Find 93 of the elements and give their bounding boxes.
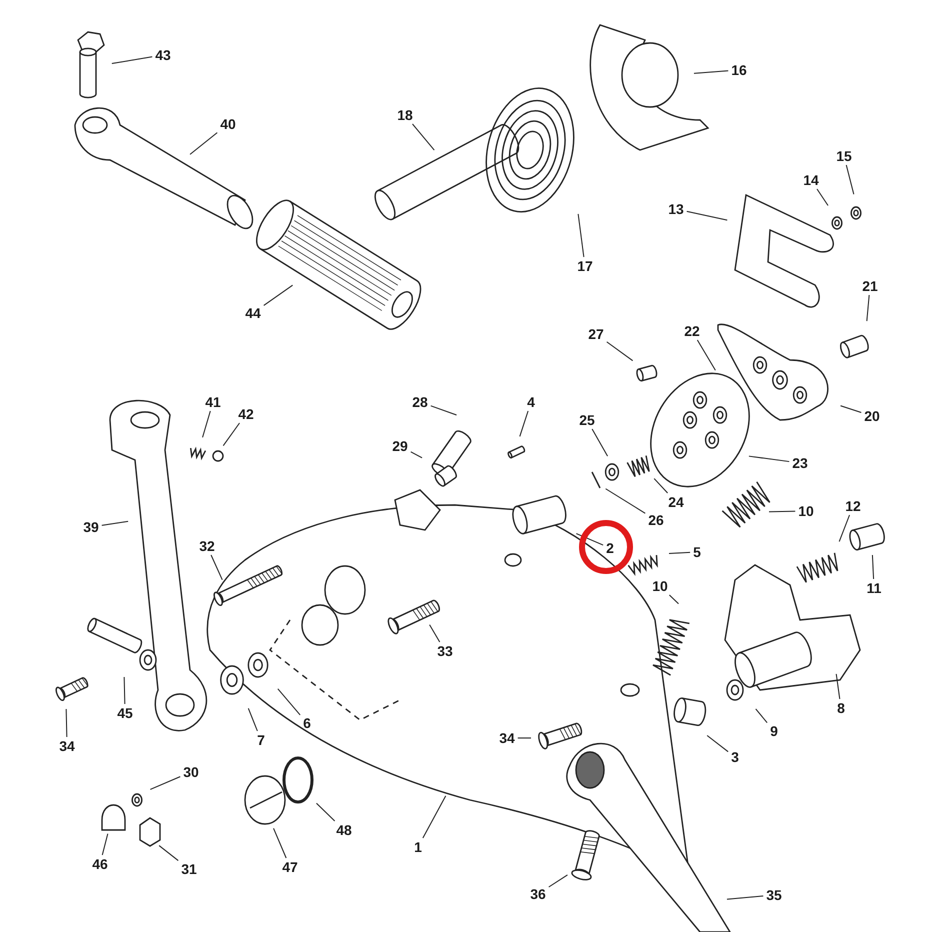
callout-number: 20 (863, 408, 881, 424)
callout-number: 16 (730, 62, 748, 78)
leader-line (124, 676, 126, 704)
callout-number: 27 (587, 326, 605, 342)
leader-line (605, 488, 646, 514)
leader-line (578, 213, 584, 258)
callout-number: 4 (526, 394, 536, 410)
leader-line (836, 673, 840, 700)
callout-number: 35 (765, 887, 783, 903)
callout-number: 12 (844, 498, 862, 514)
callout-number: 28 (411, 394, 429, 410)
callout-number: 47 (281, 859, 299, 875)
callout-number: 17 (576, 258, 594, 274)
leader-line (866, 294, 870, 322)
callout-number: 15 (835, 148, 853, 164)
callout-number: 48 (335, 822, 353, 838)
callout-number: 43 (154, 47, 172, 63)
leader-line (846, 164, 854, 195)
leader-line (668, 594, 679, 604)
leader-line (548, 874, 568, 888)
callout-number: 21 (861, 278, 879, 294)
leader-line (696, 340, 716, 371)
leader-line (606, 341, 634, 362)
leader-line (277, 688, 301, 716)
callout-number: 36 (529, 886, 547, 902)
callout-number: 42 (237, 406, 255, 422)
leader-line (519, 410, 529, 437)
leader-line (222, 422, 240, 446)
leader-line (263, 284, 294, 306)
leader-line (755, 708, 768, 724)
leader-line (429, 624, 440, 642)
callout-number: 39 (82, 519, 100, 535)
leader-line (726, 895, 764, 900)
leader-line (816, 188, 828, 206)
leader-line (316, 802, 336, 822)
callout-number: 10 (651, 578, 669, 594)
callout-number: 14 (802, 172, 820, 188)
leader-line (248, 708, 258, 732)
callout-number: 41 (204, 394, 222, 410)
leader-line (654, 478, 668, 494)
callout-number: 46 (91, 856, 109, 872)
callout-number: 44 (244, 305, 262, 321)
leader-line (273, 828, 287, 858)
callout-number: 6 (302, 715, 312, 731)
leader-line (102, 833, 108, 856)
leader-line (686, 210, 728, 221)
leader-line (430, 405, 458, 416)
leader-line (706, 735, 729, 752)
callout-number: 25 (578, 412, 596, 428)
callout-number: 3 (730, 749, 740, 765)
callout-number: 23 (791, 455, 809, 471)
leader-line (202, 410, 211, 438)
leader-line (412, 124, 435, 151)
leader-line (101, 520, 129, 526)
leader-line (210, 554, 223, 580)
callout-number: 22 (683, 323, 701, 339)
callout-number: 24 (667, 494, 685, 510)
callout-number: 33 (436, 643, 454, 659)
leader-line (693, 70, 729, 74)
callout-number: 34 (498, 730, 516, 746)
leader-line (768, 510, 796, 512)
callout-number: 2 (605, 540, 615, 556)
leader-line (592, 428, 608, 457)
callout-number: 13 (667, 201, 685, 217)
callout-number: 7 (256, 732, 266, 748)
leader-line (838, 514, 850, 542)
leader-line (576, 533, 604, 546)
leader-line (111, 56, 153, 64)
callout-number: 40 (219, 116, 237, 132)
leader-line (158, 845, 179, 862)
callout-number: 29 (391, 438, 409, 454)
callout-number: 31 (180, 861, 198, 877)
callout-number: 10 (797, 503, 815, 519)
leader-line (748, 456, 790, 462)
leader-line (150, 776, 181, 790)
leader-line (410, 451, 423, 458)
callout-number: 26 (647, 512, 665, 528)
callout-number: 1 (413, 839, 423, 855)
leader-line (190, 132, 218, 155)
callout-number: 18 (396, 107, 414, 123)
callout-number: 11 (866, 580, 882, 596)
callout-number: 9 (769, 723, 779, 739)
callout-number: 32 (198, 538, 216, 554)
leader-line (422, 795, 446, 838)
callout-number: 30 (182, 764, 200, 780)
callout-number: 5 (692, 544, 702, 560)
callout-number: 34 (58, 738, 76, 754)
leader-line (872, 554, 874, 580)
callout-number: 8 (836, 700, 846, 716)
callout-number: 45 (116, 705, 134, 721)
leader-line (840, 405, 862, 413)
leader-line (668, 552, 691, 554)
leader-line (66, 708, 68, 738)
